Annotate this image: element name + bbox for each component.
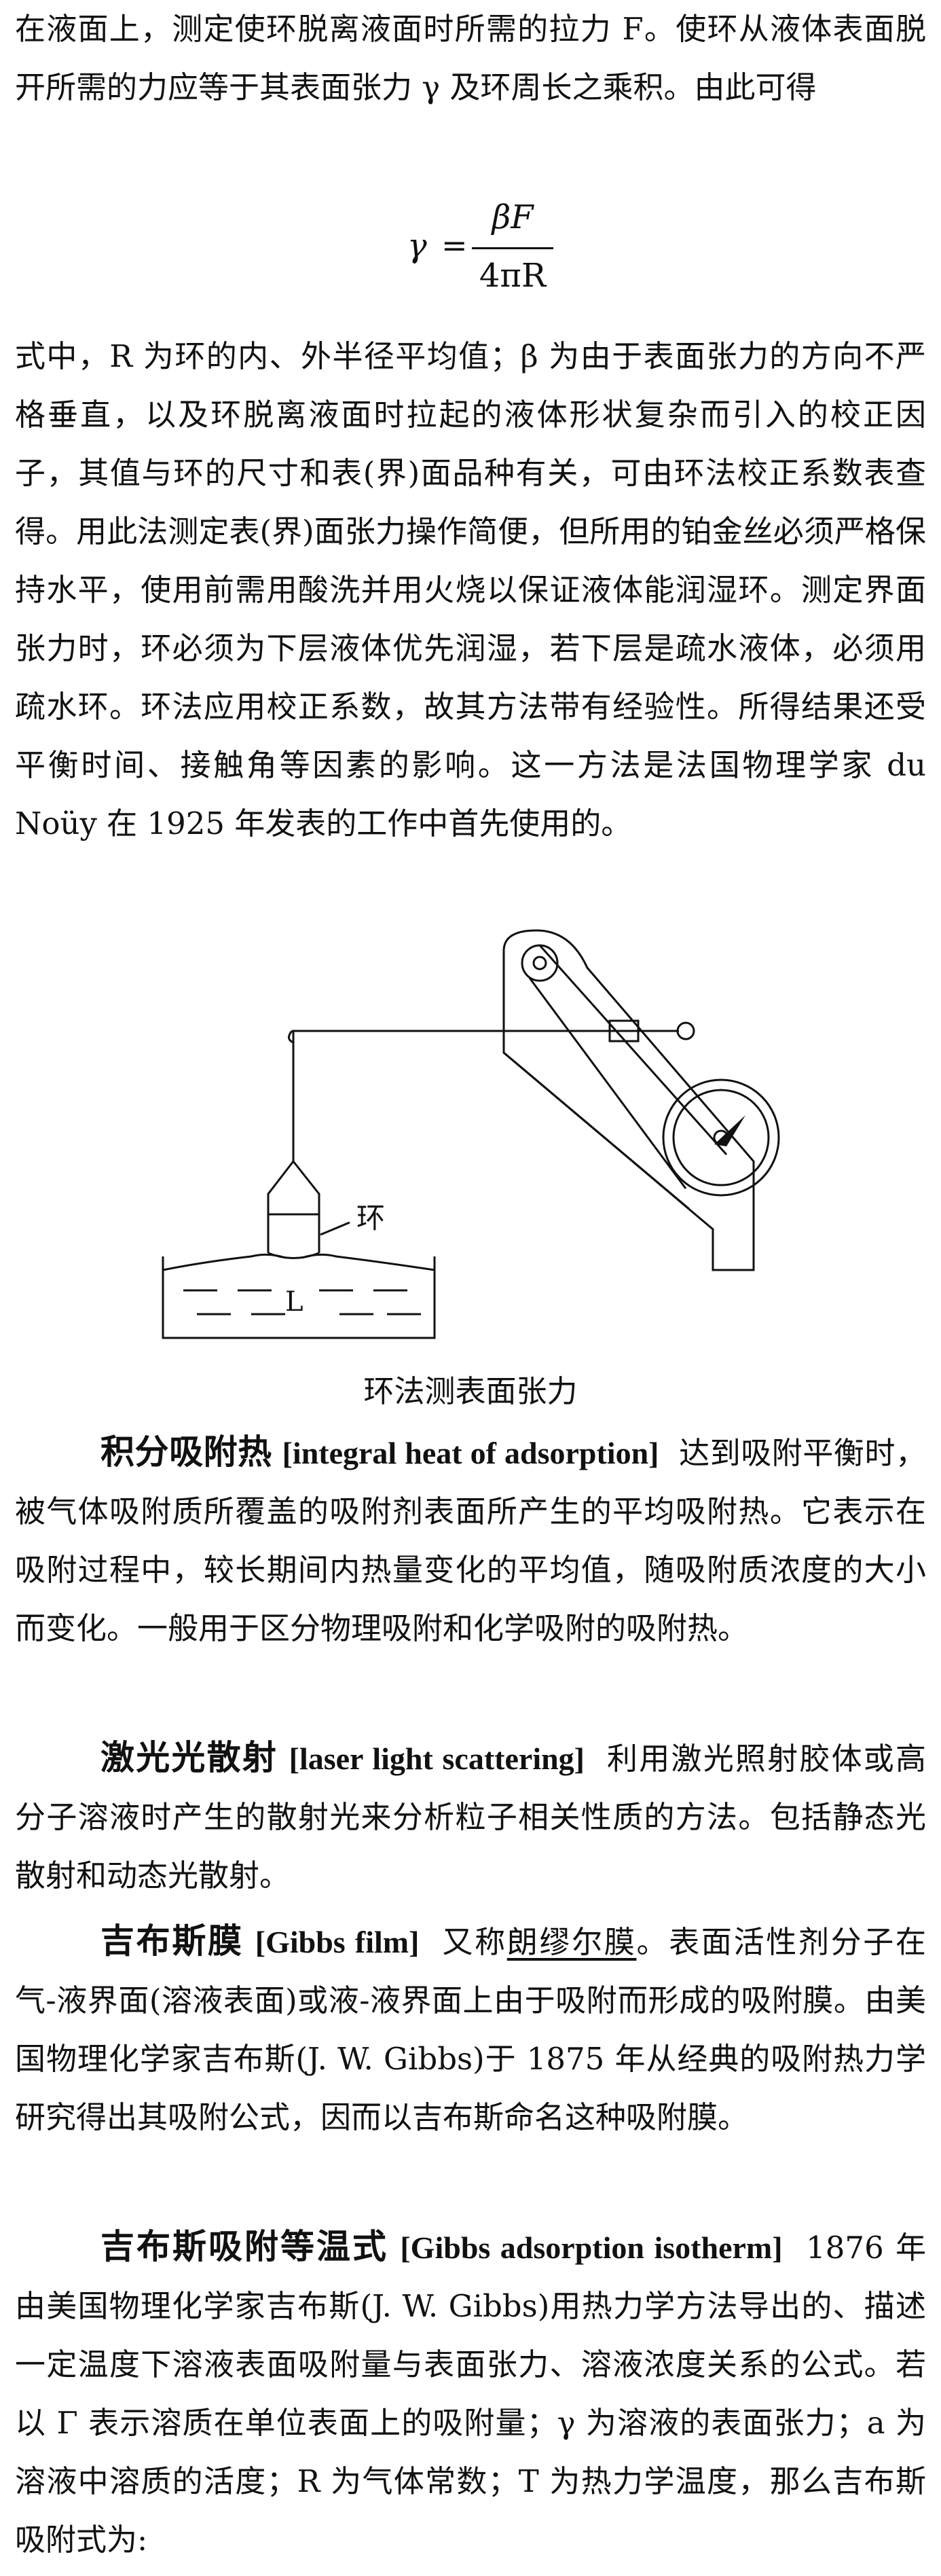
formula-denominator: 4πR: [479, 257, 547, 295]
entry-english: [Gibbs adsorption isotherm]: [400, 2230, 783, 2265]
dial-inner: [672, 1089, 770, 1186]
explanation-paragraph: 式中，R 为环的内、外半径平均值；β 为由于表面张力的方向不严格垂直，以及环脱离…: [15, 338, 926, 841]
entry-term: 积分吸附热: [100, 1432, 272, 1472]
entry-english: [laser light scattering]: [289, 1741, 585, 1776]
intro-paragraph: 在液面上，测定使环脱离液面时所需的拉力 F。使环从液体表面脱开所需的力应等于其表…: [15, 11, 926, 105]
entry-gibbs-film: 吉布斯膜 [Gibbs film] 又称朗缪尔膜。表面活性剂分子在气-液界面(溶…: [15, 1912, 926, 2147]
vessel: [162, 1256, 436, 1339]
pulley-outer: [521, 944, 559, 982]
formula-lhs: γ: [407, 227, 427, 265]
support-arm: [502, 929, 755, 1271]
beam-rider: [608, 1019, 640, 1042]
ring-apparatus-diagram: 环 L: [162, 929, 780, 1339]
formula-fraction-bar: [472, 247, 553, 249]
beam-end-knob: [676, 1021, 695, 1040]
cable-upper: [538, 945, 728, 1155]
arm-inner-edge: [503, 1051, 690, 1210]
entry-gibbs-isotherm: 吉布斯吸附等温式 [Gibbs adsorption isotherm] 187…: [15, 2217, 926, 2569]
entry-body-pre: 又称: [442, 1924, 507, 1960]
formula-equals: =: [441, 227, 468, 264]
liquid-surface-left: [162, 1253, 286, 1271]
liquid-label: L: [285, 1286, 303, 1318]
entry-english: [integral heat of adsorption]: [282, 1436, 659, 1470]
entry-integral-heat: 积分吸附热 [integral heat of adsorption] 达到吸附…: [15, 1423, 926, 1658]
hook: [288, 1030, 294, 1044]
langmuir-film-link[interactable]: 朗缪尔膜: [506, 1924, 637, 1960]
entry-term: 吉布斯吸附等温式: [100, 2227, 389, 2266]
ring-leader-line: [320, 1221, 350, 1236]
entry-term: 激光光散射: [100, 1738, 278, 1777]
dial-outer: [662, 1078, 780, 1197]
surface-tension-formula: γ = βF 4πR: [0, 198, 941, 300]
ring-method-figure: 环 L: [0, 903, 941, 1392]
entry-term: 吉布斯膜: [100, 1921, 244, 1961]
ring-label: 环: [356, 1201, 385, 1235]
entry-body: 1876 年由美国物理化学家吉布斯(J. W. Gibbs)用热力学方法导出的、…: [15, 2230, 927, 2558]
entry-english: [Gibbs film]: [255, 1925, 420, 1959]
liquid-surface-right: [301, 1253, 435, 1271]
figure-caption: 环法测表面张力: [363, 1373, 578, 1409]
formula-numerator: βF: [492, 198, 534, 236]
entry-body: 利用激光照射胶体或高分子溶液时产生的散射光来分析粒子相关性质的方法。包括静态光散…: [15, 1741, 927, 1893]
stirrup: [267, 1159, 320, 1216]
entry-laser-scattering: 激光光散射 [laser light scattering] 利用激光照射胶体或…: [15, 1728, 926, 1905]
pulley-inner: [532, 956, 547, 970]
entry-body-post: 。表面活性剂分子在气-液界面(溶液表面)或液-液界面上由于吸附而形成的吸附膜。由…: [15, 1924, 926, 2135]
cable-lower: [528, 977, 687, 1189]
dial-needle: [714, 1115, 745, 1146]
entry-body: 达到吸附平衡时，被气体吸附质所覆盖的吸附剂表面所产生的平均吸附热。它表示在吸附过…: [15, 1435, 926, 1646]
